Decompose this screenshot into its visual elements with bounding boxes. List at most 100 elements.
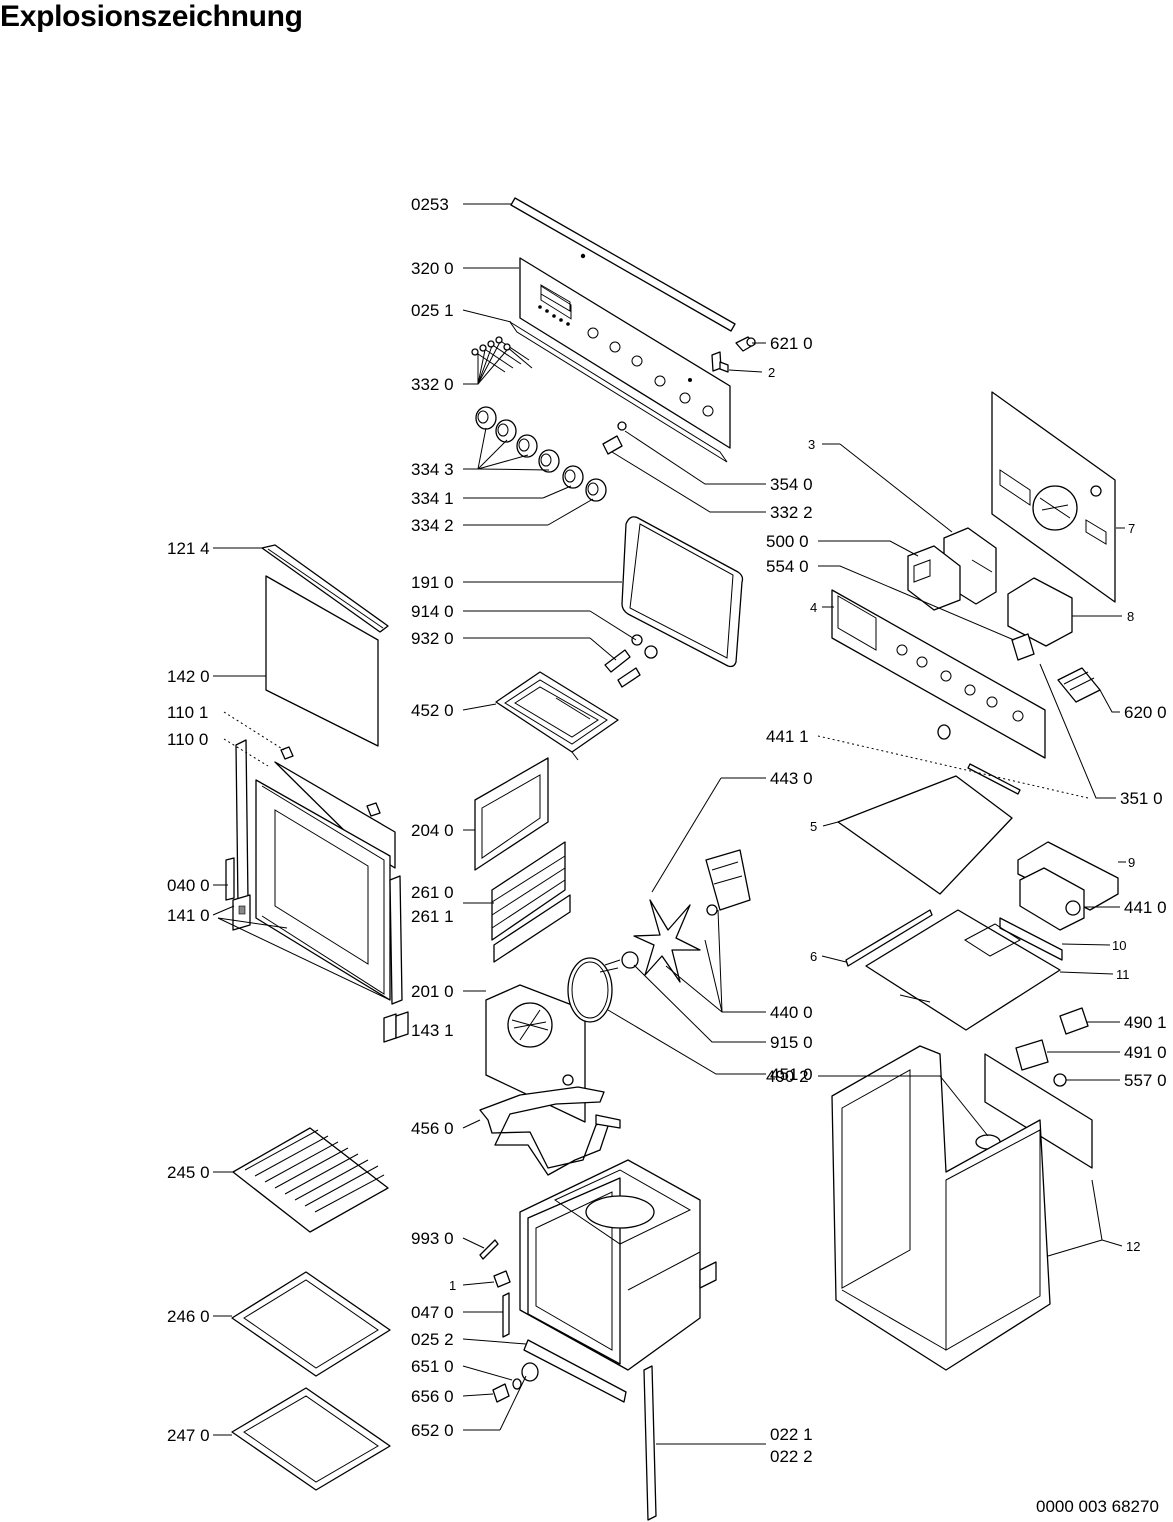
callout-6200: 620 0 — [1124, 703, 1167, 722]
part-2460-baking-tray — [231, 1271, 391, 1377]
callout-3: 3 — [808, 437, 815, 452]
part-4-control-frame — [831, 589, 1046, 759]
part-1410-door-frame — [255, 761, 396, 1001]
part-5000-timer — [907, 545, 961, 611]
callout-0400: 040 0 — [167, 876, 210, 895]
part-0252-front-strip — [523, 1339, 627, 1403]
part-6200-terminal-block — [1057, 667, 1101, 703]
part-10-shield — [999, 917, 1063, 961]
callout-2470: 247 0 — [167, 1426, 210, 1445]
part-12-outer-casing — [831, 1045, 1093, 1371]
callout-2610: 261 0 — [411, 883, 454, 902]
part-4411-rod — [937, 724, 1021, 795]
callout-4901: 490 1 — [1124, 1013, 1167, 1032]
callout-9150: 915 0 — [770, 1033, 813, 1052]
part-3320-knob-shafts — [471, 336, 533, 373]
part-2450-wire-rack — [232, 1127, 389, 1233]
callout-6560: 656 0 — [411, 1387, 454, 1406]
callout-0253: 0253 — [411, 195, 449, 214]
callout-6510: 651 0 — [411, 1357, 454, 1376]
callout-4902: 490 2 — [766, 1067, 809, 1086]
part-4400-fan-motor — [621, 849, 751, 983]
part-1420-inner-glass — [265, 575, 379, 747]
callout-4520: 452 0 — [411, 701, 454, 720]
callout-0221: 022 1 — [770, 1425, 813, 1444]
part-4520-top-heating-element — [495, 671, 619, 761]
callout-1410: 141 0 — [167, 906, 210, 925]
callout-3341: 334 1 — [411, 489, 454, 508]
callout-4400: 440 0 — [770, 1003, 813, 1022]
callout-4560: 456 0 — [411, 1119, 454, 1138]
part-5540-switch — [1011, 633, 1035, 661]
part-5-cover-plate — [837, 775, 1013, 895]
part-4560-bottom-element — [479, 1086, 621, 1176]
callout-9930: 993 0 — [411, 1229, 454, 1248]
part-4410-fan-motor — [1019, 867, 1085, 931]
drawing-number: 0000 003 68270 — [1036, 1497, 1159, 1516]
callout-0251: 025 1 — [411, 301, 454, 320]
callout-1214: 121 4 — [167, 539, 210, 558]
callout-1100: 110 0 — [167, 730, 208, 749]
part-4510-ring-heater — [567, 957, 621, 1023]
page-title: Explosionszeichnung — [0, 0, 303, 33]
callout-1431: 143 1 — [411, 1021, 454, 1040]
callout-4430: 443 0 — [770, 769, 813, 788]
callout-5000: 500 0 — [766, 532, 809, 551]
callout-4510: 451 0 — [770, 1065, 813, 1084]
callout-9: 9 — [1128, 855, 1135, 870]
callout-3510: 351 0 — [1120, 789, 1163, 808]
part-3540-lamp-switch — [602, 421, 627, 455]
part-7-rear-panel — [991, 391, 1116, 603]
part-2010-fan-cover — [485, 984, 586, 1123]
callout-1420: 142 0 — [167, 667, 210, 686]
part-9930-0470-small-parts — [479, 1239, 511, 1338]
part-6-strip — [845, 909, 933, 967]
part-11-base-plate — [865, 909, 1061, 1031]
callout-4411: 441 1 — [766, 727, 809, 746]
callout-1910: 191 0 — [411, 573, 454, 592]
part-8-bracket — [1007, 577, 1073, 647]
callout-3342: 334 2 — [411, 516, 454, 535]
callout-10: 10 — [1112, 938, 1126, 953]
callout-4910: 491 0 — [1124, 1043, 1167, 1062]
part-2470-baking-tray — [231, 1387, 391, 1491]
callout-5: 5 — [810, 819, 817, 834]
callout-3322: 332 2 — [770, 503, 813, 522]
part-0221-side-rail — [643, 1365, 657, 1521]
part-oven-cavity — [519, 1159, 717, 1371]
callout-2040: 204 0 — [411, 821, 454, 840]
callout-3540: 354 0 — [770, 475, 813, 494]
callout-9320: 932 0 — [411, 629, 454, 648]
callout-7: 7 — [1128, 521, 1135, 536]
callout-3343: 334 3 — [411, 460, 454, 479]
part-6210-switch — [711, 336, 756, 373]
callout-5540: 554 0 — [766, 557, 809, 576]
part-2040-rear-panel — [474, 757, 549, 871]
callout-3200: 320 0 — [411, 259, 454, 278]
callout-2010: 201 0 — [411, 982, 454, 1001]
callout-4: 4 — [810, 600, 817, 615]
callout-2450: 245 0 — [167, 1163, 210, 1182]
callout-1101: 110 1 — [167, 703, 208, 722]
part-0253-trim-strip — [510, 197, 736, 332]
part-1431-hinge — [383, 1011, 409, 1043]
callout-4410: 441 0 — [1124, 898, 1167, 917]
part-1214-door-top-rail — [261, 544, 389, 633]
part-651-656-652-feet — [492, 1362, 539, 1403]
part-9140-9320-fasteners — [604, 634, 658, 688]
part-334-control-knobs — [475, 406, 607, 502]
part-0400-door-side-rail — [225, 739, 403, 1005]
callout-labels: 0253 320 0 025 1 621 0 2 332 0 334 3 334… — [167, 195, 1167, 1516]
callout-6: 6 — [810, 949, 817, 964]
callout-0222: 022 2 — [770, 1447, 813, 1466]
callout-0252: 025 2 — [411, 1330, 454, 1349]
callout-2460: 246 0 — [167, 1307, 210, 1326]
callout-3320: 332 0 — [411, 375, 454, 394]
leader-lines — [212, 203, 1126, 1445]
callout-6210: 621 0 — [770, 334, 813, 353]
callout-8: 8 — [1127, 609, 1134, 624]
callout-0470: 047 0 — [411, 1303, 454, 1322]
callout-1: 1 — [449, 1278, 456, 1293]
part-261-shelf-rails — [491, 841, 571, 963]
